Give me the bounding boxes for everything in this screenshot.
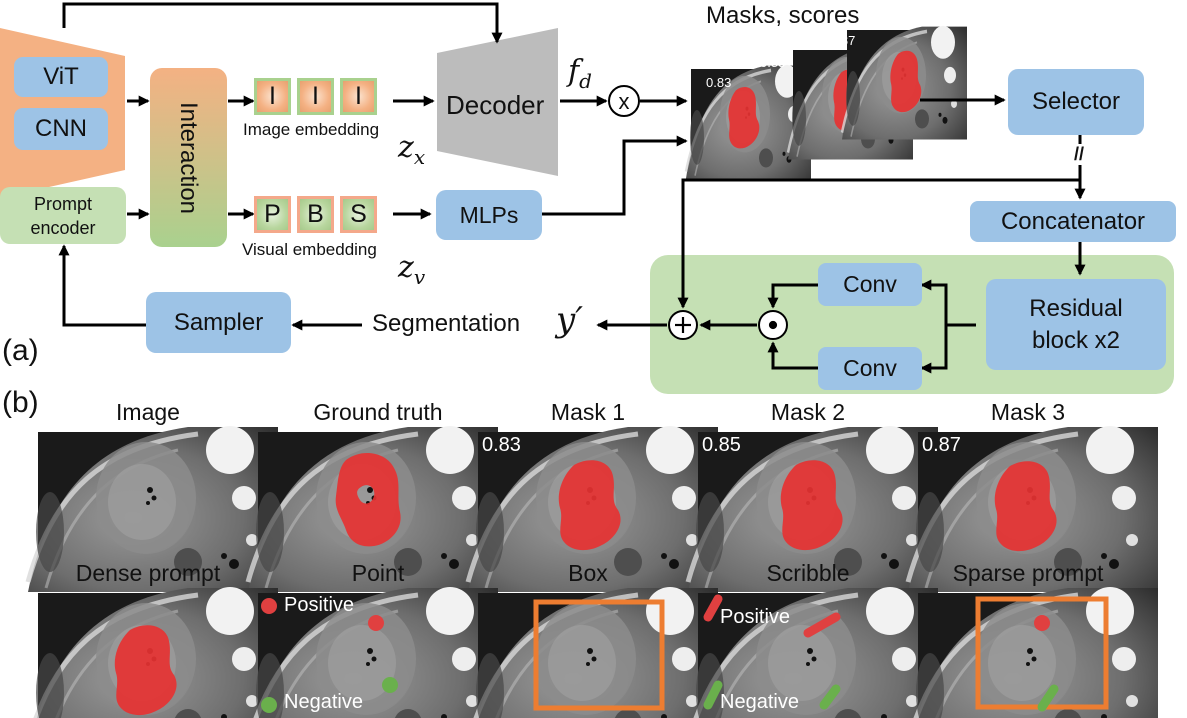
panel-b-tiles [28,426,1158,718]
arrow-residual-conv-bottom [920,325,948,374]
panel-a-label: (a) [2,334,39,367]
masks-scores-label: Masks, scores [706,2,860,29]
mask-score-3: 0.87 [830,33,856,48]
visual-token-s: S [340,196,377,233]
y-prime-label: y′ [556,300,583,340]
tile-sparse-prompt [908,587,1158,718]
decoder-trapezoid [437,28,558,176]
mask-tile-3 [840,24,969,142]
stop-gradient-mark: // [1072,144,1087,165]
image-token-1-label: I [269,82,276,110]
conv-top-label: Conv [843,271,897,297]
selector-label: Selector [1031,88,1121,115]
point-negative-label: Negative [284,691,363,713]
fd-main: f [568,54,580,89]
arrow-conv-bottom-elementwise [767,341,818,370]
title-mask-1: Mask 1 [550,399,626,425]
visual-embedding-label: Visual embedding [242,240,377,259]
image-token-3: I [340,78,377,115]
tile-score-mask-3: 0.87 [922,434,961,456]
tile-point [248,587,498,718]
visual-token-p: P [254,196,291,233]
image-token-2-label: I [312,82,319,110]
title-point: Point [351,560,405,586]
connectors [58,2,1086,374]
mask-score-2: 0.85 [760,55,786,70]
zx-label: zx [398,130,425,169]
image-token-1: I [254,78,291,115]
point-positive-label: Positive [284,594,355,616]
mlps-label: MLPs [459,201,519,228]
conv-bottom-box: Conv [818,347,922,390]
tile-box [468,587,718,718]
title-image: Image [116,399,180,425]
arrow-sampler-prompt [58,244,146,327]
fd-sub: d [579,69,592,93]
image-embedding-label: Image embedding [243,120,380,139]
sampler-box: Sampler [146,292,291,353]
prompt-encoder-box: Prompt encoder [0,187,126,244]
segmentation-label: Segmentation [372,310,521,337]
tile-score-mask-2: 0.85 [702,434,741,456]
decoder-label: Decoder [446,90,545,120]
visual-token-s-label: S [350,200,367,228]
title-sparse-prompt: Sparse prompt [952,560,1104,586]
cnn-label: CNN [35,115,87,142]
arrow-conv-top-elementwise [767,283,818,309]
image-token-3-label: I [355,82,362,110]
multiply-label: x [618,89,630,114]
visual-token-p-label: P [264,200,281,228]
sampler-label: Sampler [173,308,264,336]
arrow-residual-conv-top [920,279,976,327]
scribble-positive-label: Positive [720,606,791,628]
conv-bottom-label: Conv [843,355,897,381]
residual-line-2: block x2 [1031,326,1121,354]
zx-main: z [398,130,414,165]
tile-score-mask-1: 0.83 [482,434,521,456]
concatenator-label: Concatenator [1000,207,1146,235]
title-dense-prompt: Dense prompt [75,560,221,586]
vit-label: ViT [43,63,79,90]
arrow-skip-plus [677,178,1080,309]
tile-scribble [688,587,938,718]
zv-sub: v [413,265,426,289]
mask-stack [684,24,969,181]
title-mask-2: Mask 2 [770,399,846,425]
zx-sub: x [413,145,426,169]
mlps-box: MLPs [436,190,542,240]
tile-dense-prompt [28,587,278,718]
skip-arrow [62,2,503,44]
prompt-encoder-line-2: encoder [30,217,96,238]
title-ground-truth: Ground truth [313,399,443,425]
prompt-encoder-line-1: Prompt [33,193,93,214]
zv-main: z [398,250,414,285]
concatenator-box: Concatenator [970,201,1176,242]
selector-box: Selector [1008,69,1144,135]
title-box: Box [568,560,608,586]
residual-line-1: Residual [1029,294,1123,322]
multiply-circle [608,85,640,117]
vit-box: ViT [14,57,108,97]
interaction-label: Interaction [175,101,203,214]
visual-token-b: B [297,196,334,233]
arrow-mlps-masks [542,135,688,216]
zv-label: zv [398,250,425,289]
interaction-box: Interaction [150,68,227,247]
interaction-box-bg [150,68,227,247]
panel-b-label: (b) [2,386,39,419]
mask-score-1: 0.83 [706,75,732,90]
image-token-2: I [297,78,334,115]
cnn-box: CNN [14,108,108,150]
fd-label: fd [568,54,592,93]
scribble-negative-label: Negative [720,691,799,713]
title-scribble: Scribble [766,560,850,586]
visual-token-b-label: B [307,200,324,228]
conv-top-box: Conv [818,263,922,306]
residual-block-box: Residual block x2 [986,279,1166,370]
title-mask-3: Mask 3 [990,399,1066,425]
